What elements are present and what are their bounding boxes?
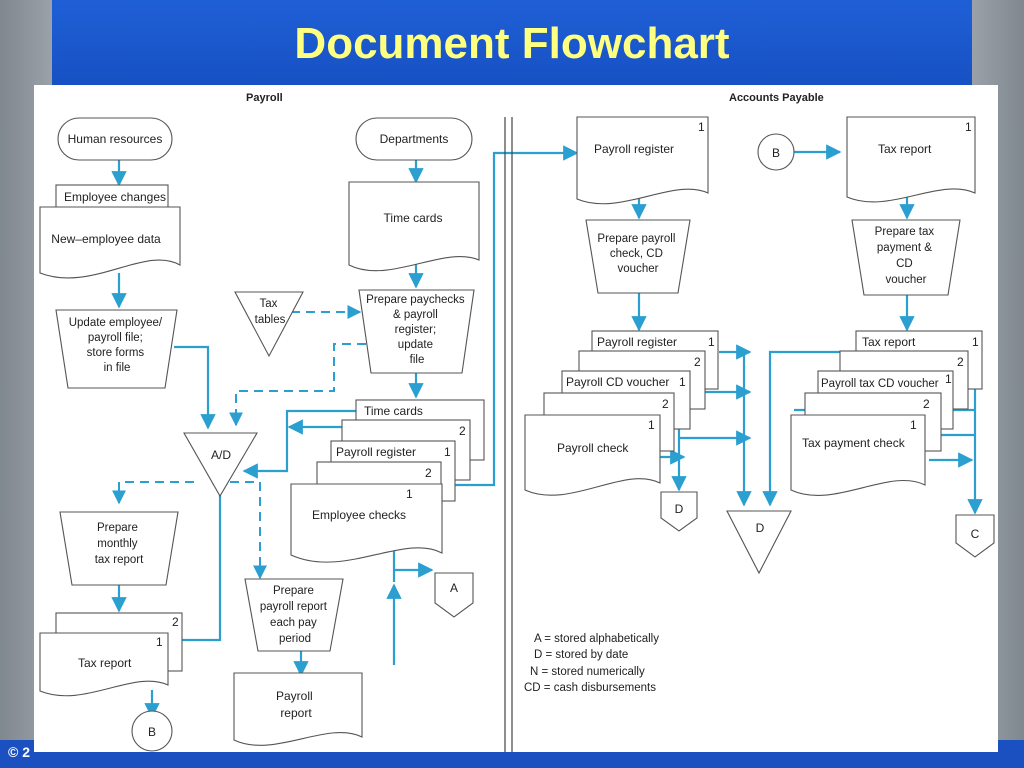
flow-update-to-ad — [174, 345, 216, 430]
ap-file-d-large — [726, 510, 792, 575]
ap-file-c-label: C — [971, 527, 980, 541]
employee-changes-label: Employee changes — [64, 190, 166, 204]
flow-ad-to-monthly — [112, 481, 194, 505]
ap-prepare-check-process — [585, 219, 691, 294]
prepare-payroll-report-label: Prepare payroll report each pay period — [260, 585, 330, 645]
tax-stack-copy2b-num: 2 — [923, 397, 930, 411]
connector-a — [434, 572, 474, 618]
prepare-payroll-report-process — [244, 578, 344, 652]
stack-copy-num: 2 — [425, 466, 432, 480]
stack-payroll-register-num: 1 — [444, 445, 451, 459]
ap-payroll-check-doc — [524, 414, 661, 496]
departments-terminal — [355, 117, 473, 161]
flow-stack-to-ad — [242, 409, 356, 479]
payroll-header: Payroll — [246, 92, 283, 104]
legend-line-a: A = stored alphabetically — [534, 633, 659, 645]
update-employee-process — [55, 309, 178, 389]
flowchart-svg: Payroll Accounts Payable Human resources… — [39, 92, 995, 752]
connector-b-right-label: B — [772, 146, 780, 160]
human-resources-terminal — [57, 117, 173, 161]
stack-payroll-register-label: Payroll register — [336, 445, 416, 459]
legend-line-d: D = stored by date — [534, 649, 628, 661]
ap-payroll-check-label: Payroll check — [557, 441, 629, 455]
flow-lines — [111, 144, 983, 719]
tax-stack-report-label: Tax report — [862, 335, 916, 349]
flow-register-to-ap — [454, 145, 579, 487]
employee-checks-label: Employee checks — [312, 508, 406, 522]
ap-payroll-register-label: Payroll register — [594, 142, 674, 156]
ap-payroll-register-doc — [576, 116, 709, 205]
stack-copy2-num: 2 — [459, 424, 466, 438]
title-band — [52, 0, 972, 92]
flow-ad-to-payroll-report — [230, 481, 267, 580]
tax-report-label: Tax report — [78, 656, 132, 670]
flowchart-panel: Payroll Accounts Payable Human resources… — [34, 85, 998, 752]
ap-tax-report-num: 1 — [965, 120, 972, 134]
employee-checks-num: 1 — [406, 487, 413, 501]
tax-tables-file — [234, 291, 304, 358]
legend: A = stored alphabetically D = stored by … — [524, 633, 659, 694]
ap-file-d-large-label: D — [756, 521, 765, 535]
ap-stack-register-num: 1 — [708, 335, 715, 349]
ap-stack-cd-voucher-label: Payroll CD voucher — [566, 375, 669, 389]
ad-file-label: A/D — [211, 448, 231, 462]
ap-tax-report-label: Tax report — [878, 142, 932, 156]
new-employee-label: New–employee data — [51, 232, 161, 246]
departments-label: Departments — [380, 132, 449, 146]
accounts-payable-header: Accounts Payable — [729, 92, 824, 104]
ap-payroll-check-num: 1 — [648, 418, 655, 432]
prepare-monthly-process — [59, 511, 179, 586]
tax-report-copy-num: 2 — [172, 615, 179, 629]
ap-prepare-check-label: Prepare payroll check, CD voucher — [597, 233, 678, 275]
slide-title: Document Flowchart — [294, 19, 730, 68]
tax-tables-label: Tax tables — [255, 298, 286, 326]
ad-file — [183, 432, 258, 498]
ap-file-d-small-label: D — [675, 502, 684, 516]
ap-file-c — [955, 514, 995, 558]
tax-payment-check-doc — [790, 414, 926, 496]
employee-checks-doc — [290, 483, 443, 563]
flow-taxreport-to-ad — [182, 469, 228, 642]
time-cards-document — [348, 181, 480, 272]
flow-tax-stack-to-d — [762, 350, 854, 507]
prepare-monthly-label: Prepare monthly tax report — [95, 522, 144, 566]
tax-report-doc — [39, 632, 169, 697]
flow-prepare-to-ad-dashed — [229, 343, 366, 427]
connector-b-left-label: B — [148, 725, 156, 739]
human-resources-label: Human resources — [68, 132, 163, 146]
dashed-flow-lines — [112, 305, 366, 580]
stack-time-cards-label: Time cards — [364, 404, 423, 418]
ap-stack-copy2b-num: 2 — [662, 397, 669, 411]
legend-line-cd: CD = cash disbursements — [524, 682, 656, 694]
update-employee-label: Update employee/ payroll file; store for… — [69, 317, 166, 374]
tax-stack-copy2-num: 2 — [957, 355, 964, 369]
prepare-paychecks-process — [358, 289, 475, 374]
connector-b-right — [757, 133, 795, 171]
tax-payment-check-label: Tax payment check — [802, 436, 906, 450]
ap-stack-register-label: Payroll register — [597, 335, 677, 349]
tax-payment-check-num: 1 — [910, 418, 917, 432]
ap-prepare-tax-process — [851, 219, 961, 296]
tax-stack-cd-voucher-num: 1 — [945, 372, 952, 386]
tax-report-num: 1 — [156, 635, 163, 649]
tax-stack-report-num: 1 — [972, 335, 979, 349]
ap-stack-copy2-num: 2 — [694, 355, 701, 369]
payroll-report-label: Payroll report — [276, 689, 316, 720]
ap-stack-cd-voucher-num: 1 — [679, 375, 686, 389]
connector-a-label: A — [450, 581, 458, 595]
ap-tax-report-doc — [846, 116, 976, 203]
payroll-report-doc — [233, 672, 363, 746]
new-employee-document — [39, 206, 181, 279]
time-cards-label: Time cards — [384, 211, 443, 225]
tax-stack-cd-voucher-label: Payroll tax CD voucher — [821, 378, 939, 390]
ap-file-d-small — [660, 491, 698, 532]
legend-line-n: N = stored numerically — [530, 666, 645, 678]
ap-payroll-register-num: 1 — [698, 120, 705, 134]
copyright-footer: © 2 — [8, 744, 30, 760]
ap-prepare-tax-label: Prepare tax payment & CD voucher — [875, 226, 938, 286]
connector-b-left — [131, 710, 173, 752]
prepare-paychecks-label: Prepare paychecks & payroll register; up… — [366, 294, 468, 366]
